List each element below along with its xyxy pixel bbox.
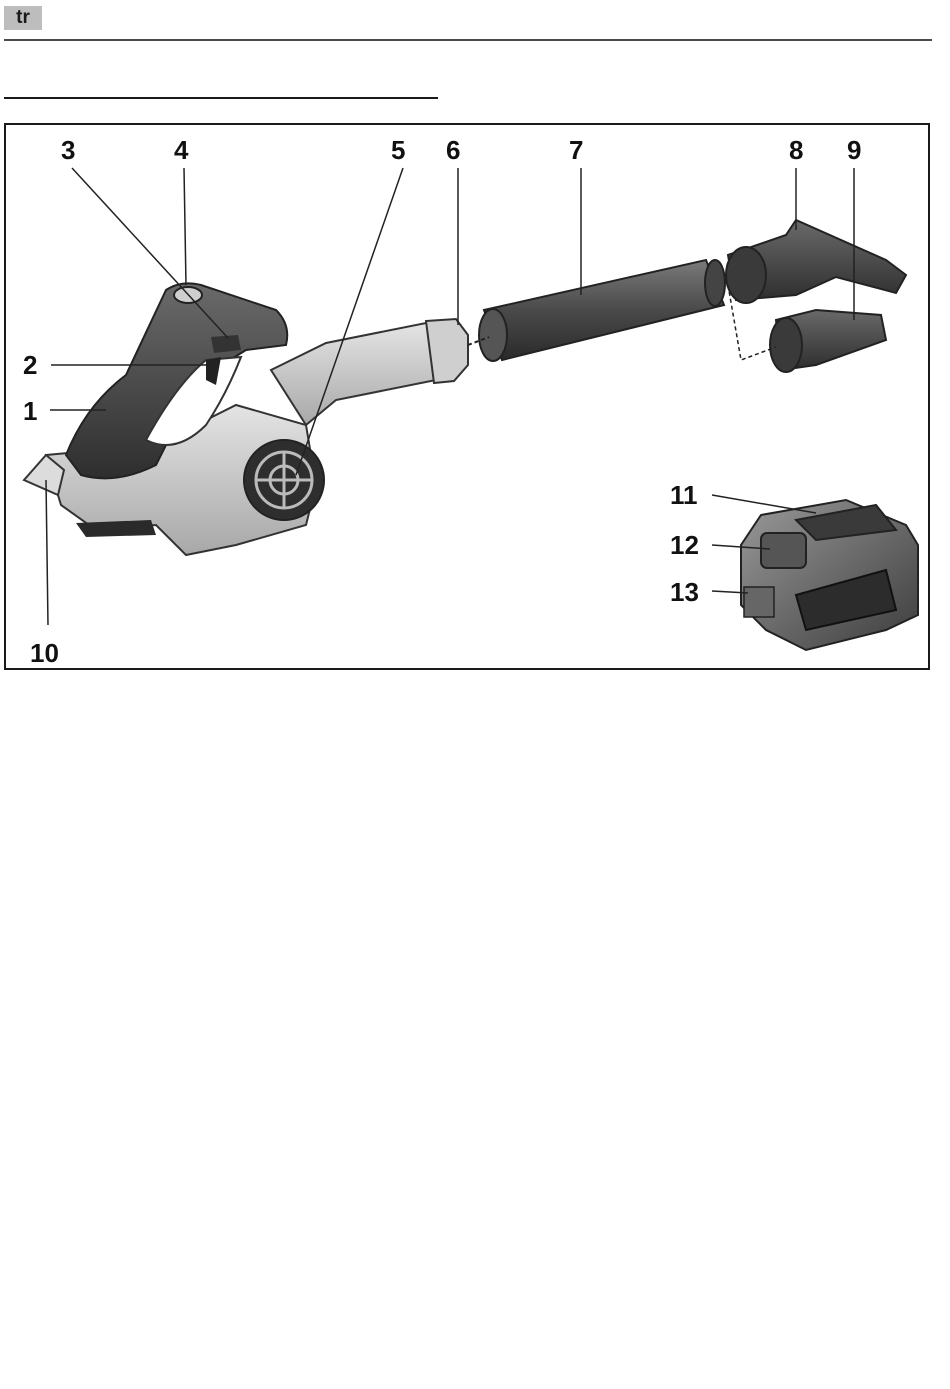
battery-pack — [741, 500, 918, 650]
callout-5: 5 — [391, 137, 405, 163]
product-illustration — [6, 125, 928, 668]
callout-11: 11 — [670, 482, 698, 508]
callout-3: 3 — [61, 137, 75, 163]
callout-12: 12 — [670, 532, 699, 558]
callout-2: 2 — [23, 352, 37, 378]
callout-7: 7 — [569, 137, 583, 163]
callout-6: 6 — [446, 137, 460, 163]
callout-4: 4 — [174, 137, 188, 163]
language-tag: tr — [4, 6, 42, 30]
callout-9: 9 — [847, 137, 861, 163]
section-rule — [4, 97, 438, 99]
blower-body — [24, 283, 468, 555]
callout-10: 10 — [30, 640, 59, 666]
product-figure: 3 4 5 6 7 8 9 2 1 10 11 12 13 — [4, 123, 930, 670]
flat-nozzle — [726, 220, 906, 303]
header-rule — [4, 39, 932, 41]
callout-8: 8 — [789, 137, 803, 163]
callout-13: 13 — [670, 579, 699, 605]
blow-tube — [468, 260, 725, 361]
callout-1: 1 — [23, 398, 37, 424]
